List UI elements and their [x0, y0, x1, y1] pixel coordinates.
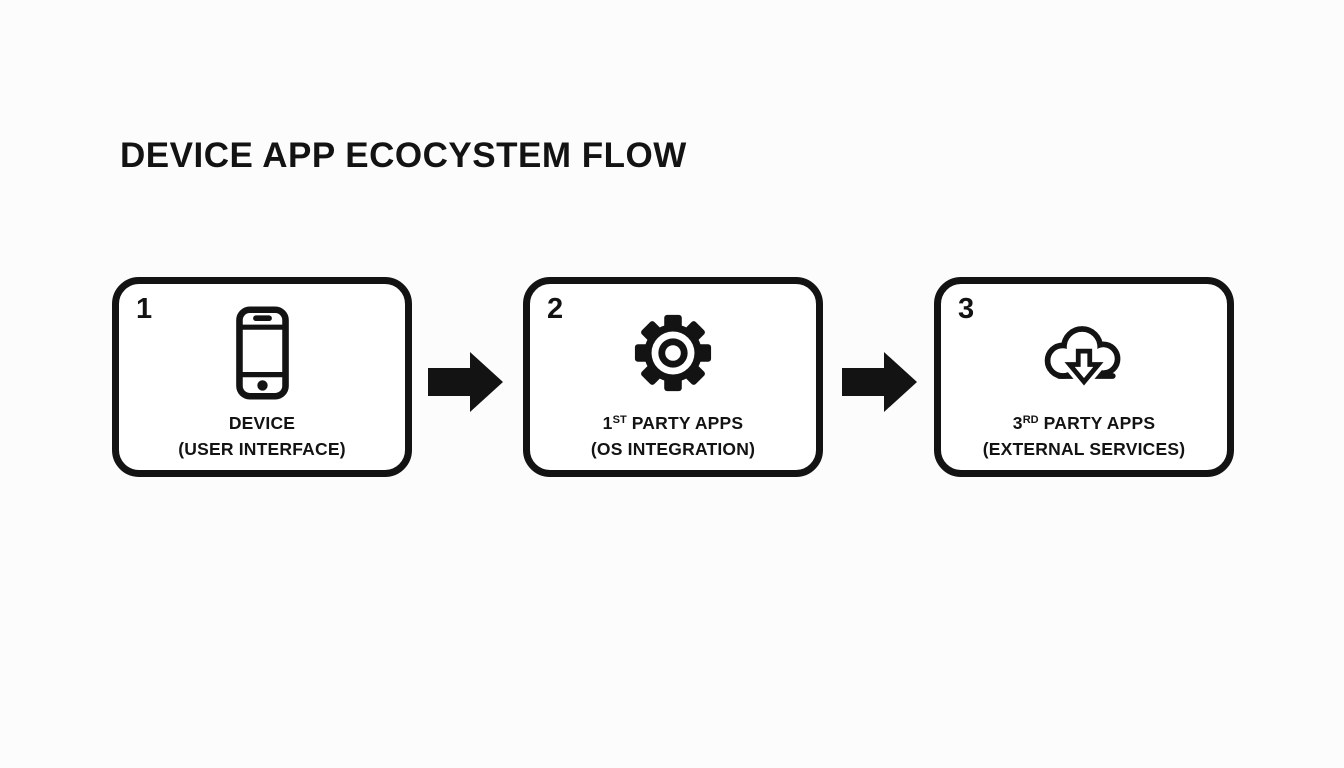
gear-icon	[530, 298, 816, 408]
step-number: 1	[136, 293, 153, 325]
arrow-right-icon	[842, 351, 918, 413]
smartphone-icon	[119, 298, 405, 408]
step-label: DEVICE (USER INTERFACE)	[119, 412, 405, 461]
step-box-device: 1 DEVICE (USER INTERFACE)	[112, 277, 412, 477]
step-label: 1ST PARTY APPS (OS INTEGRATION)	[530, 412, 816, 461]
step-label-line1: 1ST PARTY APPS	[530, 412, 816, 438]
step-label-superscript: RD	[1022, 414, 1039, 426]
step-number: 2	[547, 293, 564, 325]
step-label-line1: 3RD PARTY APPS	[941, 412, 1227, 438]
step-label-text: DEVICE	[228, 413, 296, 433]
arrow-right-icon	[428, 351, 504, 413]
step-box-third-party-apps: 3 3RD PARTY APPS (EXTERNAL SERVICES)	[934, 277, 1234, 477]
step-label-text: 1	[602, 413, 613, 433]
step-label-text-rest: PARTY APPS	[626, 413, 744, 433]
step-label-line2: (OS INTEGRATION)	[590, 439, 756, 459]
cloud-download-icon	[941, 298, 1227, 408]
step-box-first-party-apps: 2 1ST PARTY APPS	[523, 277, 823, 477]
step-label-text: 3	[1012, 413, 1023, 433]
step-label-line2: (EXTERNAL SERVICES)	[982, 439, 1186, 459]
step-number: 3	[958, 293, 975, 325]
step-label-text-rest: PARTY APPS	[1038, 413, 1156, 433]
diagram-title: DEVICE APP ECOCYSTEM FLOW	[120, 136, 687, 175]
step-label: 3RD PARTY APPS (EXTERNAL SERVICES)	[941, 412, 1227, 461]
step-label-line2: (USER INTERFACE)	[178, 439, 346, 459]
step-label-superscript: ST	[612, 414, 627, 426]
step-label-line1: DEVICE	[119, 412, 405, 438]
